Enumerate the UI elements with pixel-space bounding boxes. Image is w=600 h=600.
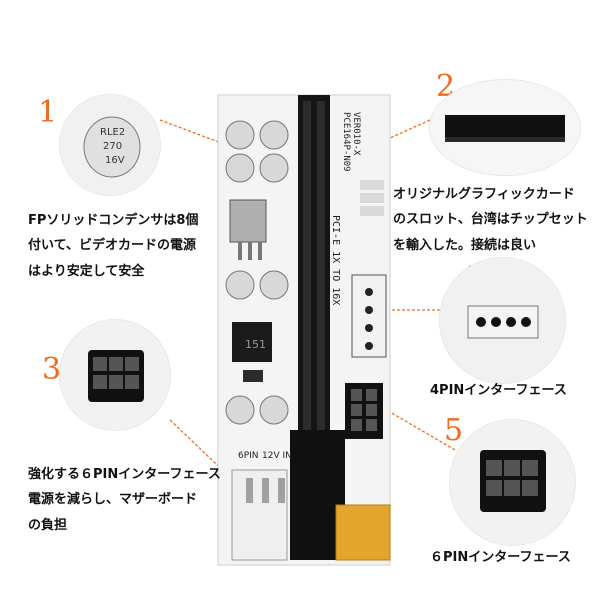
detail-6pin-left bbox=[60, 320, 170, 430]
slot-text: PCI-E 1X TO 16X bbox=[330, 215, 341, 305]
capacitors bbox=[225, 120, 289, 425]
detail-pcie-slot bbox=[430, 80, 580, 175]
detail-6pin-right bbox=[450, 420, 575, 545]
callout-text-1: FPソリッドコンデンサは8個 付いて、ビデオカードの電源 はより安定して安全 bbox=[28, 213, 199, 279]
callout-text-4: 4PINインターフェース bbox=[430, 383, 567, 398]
callout-number-5: 5 bbox=[444, 413, 464, 448]
callout-number-3: 3 bbox=[42, 352, 62, 387]
model-line2: VER010-X bbox=[351, 112, 361, 156]
cap-marking-2: 270 bbox=[103, 141, 122, 152]
connector-label-2: 12V IN bbox=[262, 451, 292, 461]
callout-number-1: 1 bbox=[38, 95, 58, 130]
callout-text-2: オリジナルグラフィックカード のスロット、台湾はチップセット を輸入した。接続は… bbox=[393, 187, 588, 253]
detail-4pin bbox=[440, 258, 565, 383]
inductor-marking: 151 bbox=[245, 338, 266, 351]
callout-text-5: ６PINインターフェース bbox=[430, 550, 571, 565]
connector-label-1: 6PIN bbox=[238, 451, 259, 461]
cap-marking-1: RLE2 bbox=[100, 127, 125, 138]
model-line1: PCE164P-N09 bbox=[341, 112, 351, 172]
detail-capacitor: RLE2 270 16V bbox=[60, 95, 160, 195]
callout-text-3: 強化する６PINインターフェース 電源を減らし、マザーボード の負担 bbox=[28, 467, 221, 533]
cap-marking-3: 16V bbox=[105, 155, 125, 166]
